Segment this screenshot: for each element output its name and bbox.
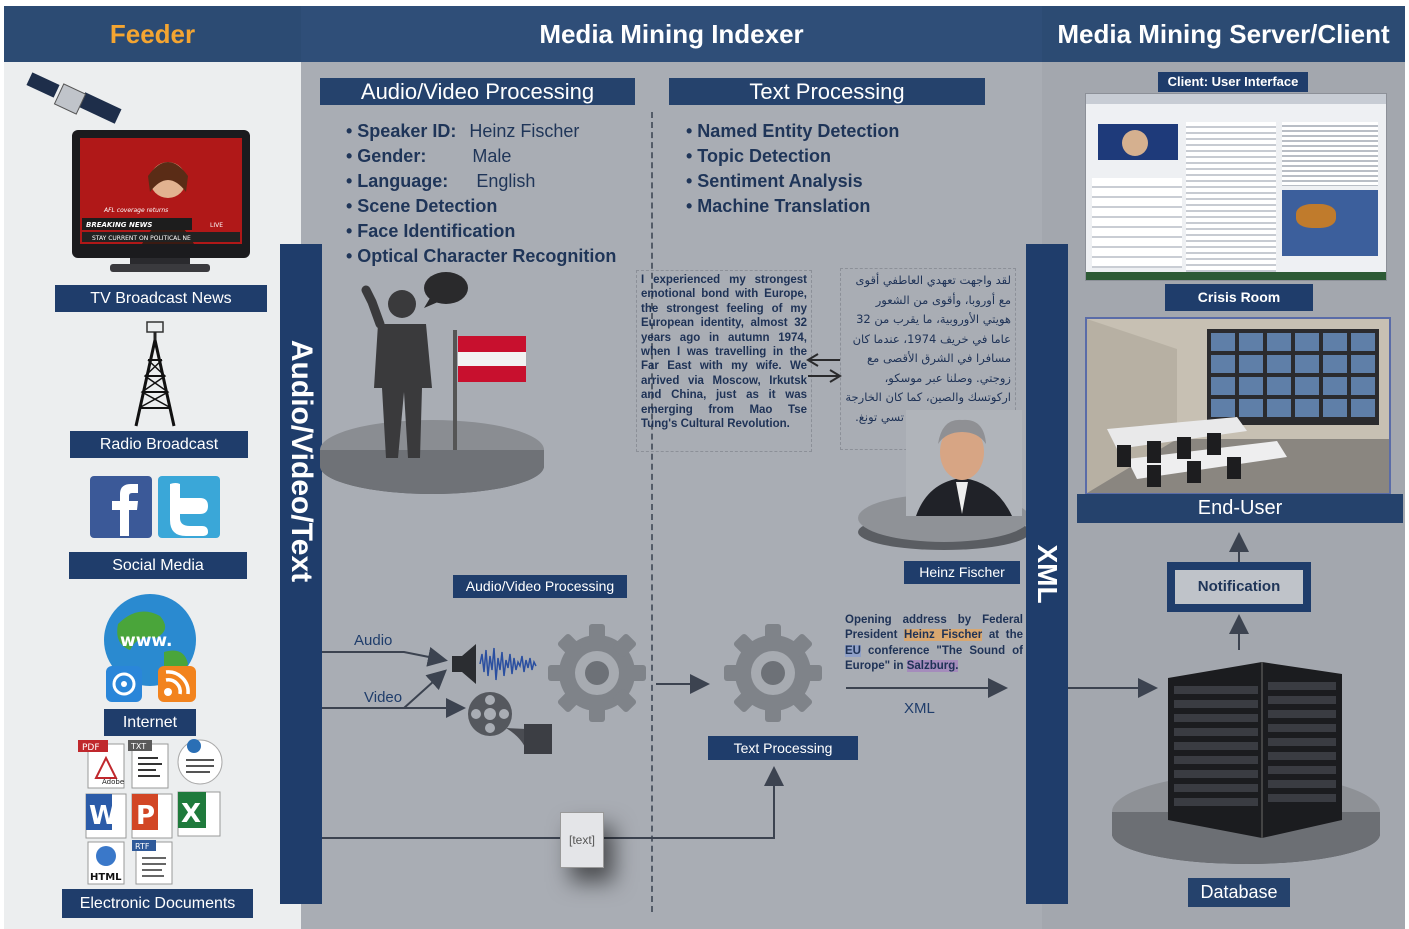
radio-tower-icon xyxy=(128,320,182,430)
audio-label: Audio xyxy=(354,632,393,649)
entity-location: Salzburg. xyxy=(906,660,959,673)
input-vertical-bar xyxy=(280,244,322,904)
database-label: Database xyxy=(1188,878,1290,907)
text-document-label: [text] xyxy=(568,833,595,847)
text-processing-title: Text Processing xyxy=(669,78,985,105)
bullet-speaker-id: • Speaker ID: Heinz Fischer xyxy=(346,121,580,141)
svg-text:HTML: HTML xyxy=(90,872,122,883)
svg-text:www.: www. xyxy=(120,631,173,651)
server-header: Media Mining Server/Client xyxy=(1042,6,1405,62)
notification-box: Notification xyxy=(1167,562,1311,612)
bullet-machine-translation: • Machine Translation xyxy=(686,196,871,216)
av-bullet-list: • Speaker ID: Heinz Fischer • Gender:Mal… xyxy=(346,119,646,269)
person-name-label: Heinz Fischer xyxy=(904,561,1020,584)
svg-text:Adobe: Adobe xyxy=(102,778,124,786)
excel-icon: X xyxy=(177,791,221,837)
crisis-room-label: Crisis Room xyxy=(1165,284,1313,311)
word-icon: W xyxy=(85,793,127,839)
person-podium-icon xyxy=(856,408,1032,550)
bullet-named-entity: • Named Entity Detection xyxy=(686,121,900,141)
globe-rss-icon: www. xyxy=(98,594,202,704)
text-gear-icon xyxy=(722,622,824,724)
tv-satellite-icon: BREAKING NEWS STAY CURRENT ON POLITICAL … xyxy=(20,68,260,280)
radio-broadcast-label: Radio Broadcast xyxy=(70,431,248,458)
text-document-icon: [text] xyxy=(560,812,604,868)
text-bullet-list: • Named Entity Detection • Topic Detecti… xyxy=(686,119,986,219)
svg-text:AFL coverage returns: AFL coverage returns xyxy=(103,207,168,214)
html-icon: HTML xyxy=(87,841,125,885)
svg-text:TXT: TXT xyxy=(130,742,146,751)
client-ui-screenshot xyxy=(1085,93,1387,281)
film-reel-icon xyxy=(466,690,556,762)
bullet-ocr: • Optical Character Recognition xyxy=(346,246,617,266)
svg-text:PDF: PDF xyxy=(82,743,100,753)
notification-label: Notification xyxy=(1175,570,1303,604)
av-processing-title: Audio/Video Processing xyxy=(320,78,635,105)
satellite-icon xyxy=(26,72,122,124)
video-wall-icon xyxy=(1207,329,1379,425)
svg-text:W: W xyxy=(89,801,118,831)
speaker-podium-icon xyxy=(320,268,550,498)
podcast-icon xyxy=(106,666,142,702)
svg-text:RTF: RTF xyxy=(135,842,150,851)
internet-label: Internet xyxy=(104,709,196,736)
entity-organization: EU xyxy=(845,644,861,657)
bullet-sentiment: • Sentiment Analysis xyxy=(686,171,863,191)
notes-icon xyxy=(177,739,223,785)
rtf-icon: RTF xyxy=(132,840,173,885)
facebook-twitter-icon xyxy=(90,476,222,538)
end-user-label: End-User xyxy=(1077,494,1403,523)
bullet-gender: • Gender:Male xyxy=(346,146,512,166)
av-processing-label: Audio/Video Processing xyxy=(453,575,627,598)
xml-flow-label: XML xyxy=(904,700,935,717)
feeder-header: Feeder xyxy=(4,6,301,62)
facebook-icon xyxy=(90,476,152,538)
tv-broadcast-label: TV Broadcast News xyxy=(55,285,267,312)
austria-flag-icon xyxy=(453,330,526,450)
indexer-header: Media Mining Indexer xyxy=(301,6,1042,62)
bullet-topic-detection: • Topic Detection xyxy=(686,146,831,166)
server-rack-icon xyxy=(1168,662,1342,838)
svg-text:STAY CURRENT ON POLITICAL NE: STAY CURRENT ON POLITICAL NE xyxy=(92,235,191,242)
translation-arrows xyxy=(806,353,842,383)
audio-speaker-icon xyxy=(448,640,548,688)
speaker-silhouette-icon xyxy=(361,285,432,458)
bullet-scene-detection: • Scene Detection xyxy=(346,196,498,216)
av-gear-icon xyxy=(546,622,648,724)
rss-icon xyxy=(158,666,196,702)
svg-text:LIVE: LIVE xyxy=(210,222,223,229)
electronic-documents-label: Electronic Documents xyxy=(62,889,253,918)
text-processing-label: Text Processing xyxy=(708,736,858,760)
powerpoint-icon: P xyxy=(131,793,173,839)
svg-text:X: X xyxy=(181,799,201,829)
document-files-icon: PDF Adobe TXT W P X xyxy=(76,738,226,888)
annotated-text: Opening address by Federal President Hei… xyxy=(845,614,1023,673)
client-ui-label: Client: User Interface xyxy=(1158,72,1308,92)
txt-icon: TXT xyxy=(128,740,169,789)
bullet-face-identification: • Face Identification xyxy=(346,221,516,241)
bullet-language: • Language:English xyxy=(346,171,536,191)
waveform-icon xyxy=(479,647,537,681)
xml-vertical-bar xyxy=(1026,244,1068,904)
speech-bubble-icon xyxy=(424,272,468,308)
entity-person: Heinz Fischer xyxy=(904,629,983,642)
english-transcript: I experienced my strongest emotional bon… xyxy=(636,270,812,452)
crisis-room-image xyxy=(1085,317,1391,495)
video-label: Video xyxy=(364,689,403,706)
database-server-icon xyxy=(1112,652,1380,864)
center-dashed-divider xyxy=(651,112,653,912)
svg-text:BREAKING NEWS: BREAKING NEWS xyxy=(86,221,152,229)
social-media-label: Social Media xyxy=(69,552,247,579)
twitter-icon xyxy=(158,476,220,538)
svg-text:P: P xyxy=(136,801,155,831)
pdf-icon: PDF Adobe xyxy=(78,740,125,789)
